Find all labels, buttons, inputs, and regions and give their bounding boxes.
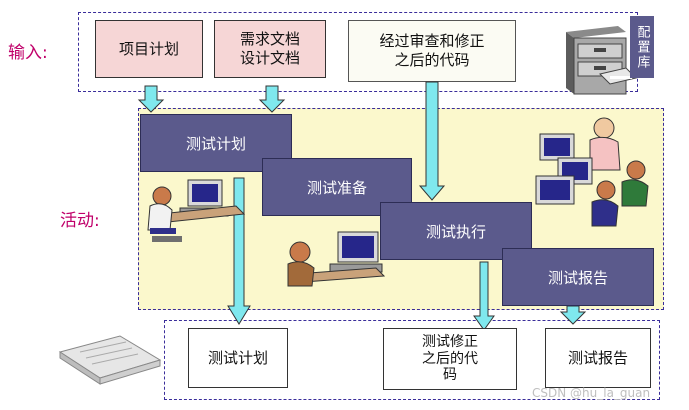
activity-test-report: 测试报告 xyxy=(502,248,654,306)
input-reviewed-code: 经过审查和修正 之后的代码 xyxy=(348,20,516,82)
config-store: 配置库 xyxy=(560,16,660,96)
output-test-plan: 测试计划 xyxy=(188,328,288,388)
activity-row-label: 活动: xyxy=(60,211,100,231)
output-region xyxy=(164,320,660,400)
output-test-report: 测试报告 xyxy=(545,328,651,388)
input-row-label: 输入: xyxy=(8,43,48,63)
arrow-test-plan-to-output xyxy=(227,177,251,325)
input-requirements-design-docs: 需求文档 设计文档 xyxy=(214,20,326,78)
input-project-plan: 项目计划 xyxy=(95,20,203,78)
arrow-code-to-test-exec xyxy=(418,81,446,201)
output-fixed-code: 测试修正 之后的代 码 xyxy=(383,328,517,390)
arrow-test-exec-to-output xyxy=(473,261,495,331)
watermark-text: CSDN @hu_la_guan xyxy=(532,386,651,400)
filing-cabinet-icon xyxy=(566,26,637,95)
arrow-input-to-test-plan xyxy=(137,85,165,113)
arrow-test-report-to-output xyxy=(559,305,587,325)
arrow-requirements-to-test-plan xyxy=(258,85,286,113)
config-store-label: 配置库 xyxy=(630,16,654,78)
